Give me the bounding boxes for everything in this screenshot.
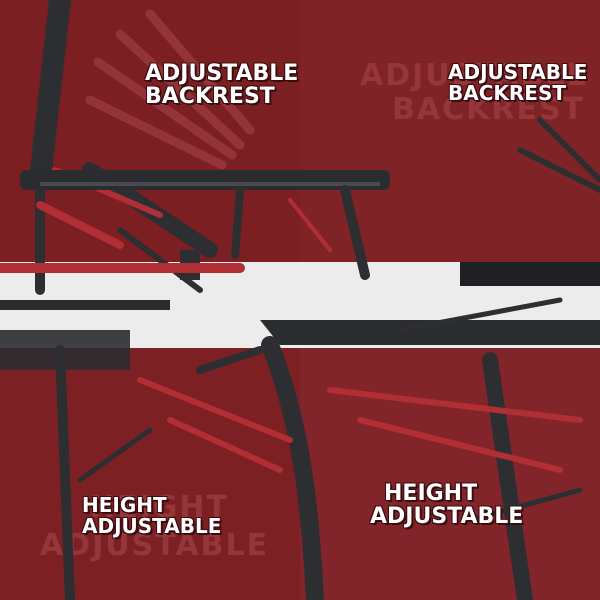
seat-bar [20, 170, 390, 190]
ghost-text-bottom-left-2: ADJUSTABLE [40, 528, 270, 563]
cross-tubes [137, 377, 583, 473]
ghost-text-top-right-1: ADJUSTABLE [360, 58, 590, 93]
caption-top-right-line1: ADJUSTABLE [448, 60, 588, 84]
caption-top-right-line2: BACKREST [448, 81, 567, 105]
caption-bottom-left-line1: HEIGHT [82, 493, 167, 517]
caption-bottom-right: HEIGHT ADJUSTABLE [370, 482, 523, 528]
ghost-text-top-right-2: BACKREST [392, 92, 586, 127]
caption-top-left-line1: ADJUSTABLE [145, 61, 299, 86]
rear-legs [231, 185, 370, 280]
backrest-guides [517, 117, 600, 193]
caption-bottom-right-line2: ADJUSTABLE [370, 504, 524, 530]
caption-bottom-left-line2: ADJUSTABLE [82, 514, 222, 538]
panel-top-right [300, 0, 600, 300]
caption-top-right: ADJUSTABLE BACKREST [448, 62, 587, 104]
front-legs [55, 336, 533, 600]
caption-top-left: ADJUSTABLE BACKREST [145, 62, 298, 108]
caption-bottom-left: HEIGHT ADJUSTABLE [82, 495, 221, 537]
caption-top-left-line2: BACKREST [145, 84, 275, 110]
caption-bottom-right-line1: HEIGHT [384, 481, 478, 506]
cross-braces [77, 297, 583, 523]
ghost-text-bottom-left-1: HEIGHT [90, 490, 229, 525]
panel-bottom-right [300, 300, 600, 600]
pad-frame [260, 320, 600, 345]
pad-edge [460, 262, 600, 286]
motion-lines [85, 9, 255, 170]
